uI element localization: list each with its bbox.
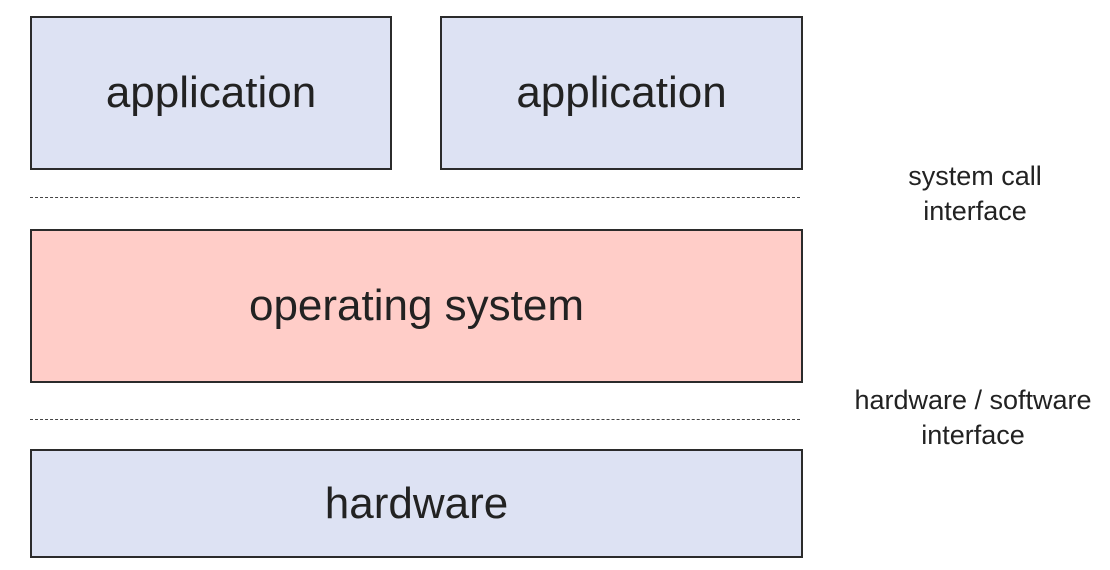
application-label-right: application <box>516 68 727 117</box>
application-box-left: application <box>30 16 392 170</box>
application-box-right: application <box>440 16 803 170</box>
operating-system-label: operating system <box>248 281 585 330</box>
hardware-software-interface-line1: hardware / software <box>854 385 1092 415</box>
hardware-software-interface-label: hardware / software interface <box>838 383 1108 453</box>
system-call-interface-line <box>30 197 800 198</box>
hardware-software-interface-line2: interface <box>921 420 1025 450</box>
system-call-interface-line1: system call <box>908 161 1042 191</box>
hardware-software-interface-line <box>30 419 800 420</box>
operating-system-box: operating system <box>30 229 803 383</box>
system-call-interface-label: system call interface <box>870 159 1080 229</box>
system-call-interface-line2: interface <box>923 196 1027 226</box>
hardware-box: hardware <box>30 449 803 558</box>
hardware-label: hardware <box>324 478 509 528</box>
application-label-left: application <box>105 68 317 117</box>
